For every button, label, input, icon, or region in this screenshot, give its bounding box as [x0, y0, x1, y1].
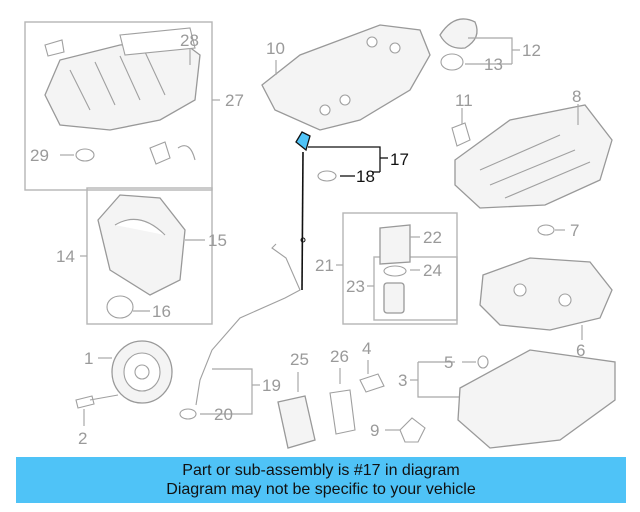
callout-20: 20	[214, 405, 233, 424]
filter-housing-cap[interactable]	[379, 224, 411, 265]
dipstick-tube[interactable]	[195, 243, 301, 406]
tube-seal[interactable]	[179, 408, 197, 420]
oil-dipstick-group	[295, 131, 388, 291]
callout-11: 11	[455, 91, 473, 110]
callout-9: 9	[370, 421, 379, 440]
callout-13: 13	[484, 55, 503, 74]
oil-filler-cap[interactable]	[439, 18, 478, 49]
manifold-gasket[interactable]	[119, 27, 196, 56]
crank-seal[interactable]	[106, 295, 134, 319]
callout-12: 12	[522, 41, 541, 60]
callout-15: 15	[208, 231, 227, 250]
callout-26: 26	[330, 347, 349, 366]
upper-oil-pan-group	[479, 224, 613, 340]
dipstick-tube-group	[179, 243, 301, 420]
callout-25: 25	[290, 350, 309, 369]
oil-cooler[interactable]	[277, 395, 316, 449]
callout-29: 29	[30, 146, 49, 165]
callout-14: 14	[56, 247, 75, 266]
cooler-gasket[interactable]	[329, 389, 356, 435]
lower-oil-pan-group	[385, 349, 616, 449]
timing-cover[interactable]	[97, 194, 186, 296]
dipstick-handle[interactable]	[295, 131, 311, 152]
callout-4: 4	[362, 339, 371, 358]
banner-line-1: Part or sub-assembly is #17 in diagram	[182, 462, 460, 479]
info-banner: Part or sub-assembly is #17 in diagram D…	[16, 457, 626, 503]
banner-line-2: Diagram may not be specific to your vehi…	[166, 481, 476, 498]
callout-6: 6	[576, 341, 585, 360]
callout-22: 22	[423, 228, 442, 247]
callout-21: 21	[315, 256, 334, 275]
drain-bolt-5[interactable]	[477, 355, 489, 369]
callout-2: 2	[78, 429, 87, 448]
filter-element[interactable]	[383, 282, 405, 314]
intake-manifold-box	[24, 21, 213, 191]
callout-16: 16	[152, 302, 171, 321]
oil-filter-group	[336, 212, 458, 325]
callout-28: 28	[180, 31, 199, 50]
valve-cover-group	[261, 24, 431, 131]
callout-24: 24	[423, 261, 442, 280]
filter-element-box	[373, 256, 458, 321]
intake-manifold-group	[24, 21, 220, 191]
callout-7: 7	[570, 221, 579, 240]
intake-manifold[interactable]	[44, 39, 201, 131]
callout-23: 23	[346, 277, 365, 296]
o-ring-29[interactable]	[75, 148, 95, 162]
oil-level-sensor[interactable]	[399, 417, 426, 443]
dipstick-blade[interactable]	[301, 151, 304, 291]
parts-diagram: 28 27 29 10 12 13 11 8 17 18	[24, 18, 616, 449]
callout-17: 17	[390, 150, 409, 169]
pulley-bolt[interactable]	[75, 394, 119, 409]
valve-cover[interactable]	[261, 24, 431, 131]
dipstick-seal[interactable]	[317, 170, 337, 182]
pulley-group	[75, 340, 173, 426]
cap-seal[interactable]	[440, 53, 464, 71]
callout-27: 27	[225, 91, 244, 110]
timing-cover-group	[80, 187, 213, 325]
callout-19: 19	[262, 376, 281, 395]
callout-5: 5	[444, 353, 453, 372]
upper-oil-pan[interactable]	[479, 257, 613, 331]
cylinder-head[interactable]	[454, 104, 613, 209]
sensor-plate-4[interactable]	[359, 373, 385, 393]
lower-oil-pan[interactable]	[457, 349, 616, 449]
callout-18: 18	[356, 167, 375, 186]
filter-o-ring[interactable]	[383, 265, 407, 277]
callout-1: 1	[84, 349, 93, 368]
oil-cooler-group	[277, 368, 356, 449]
cylinder-head-group	[451, 104, 613, 209]
callout-10: 10	[266, 39, 285, 58]
bracket-11[interactable]	[451, 122, 471, 147]
callout-8: 8	[572, 87, 581, 106]
oil-cap-group	[439, 18, 520, 71]
drain-plug-7[interactable]	[537, 224, 555, 236]
callout-3: 3	[398, 371, 407, 390]
